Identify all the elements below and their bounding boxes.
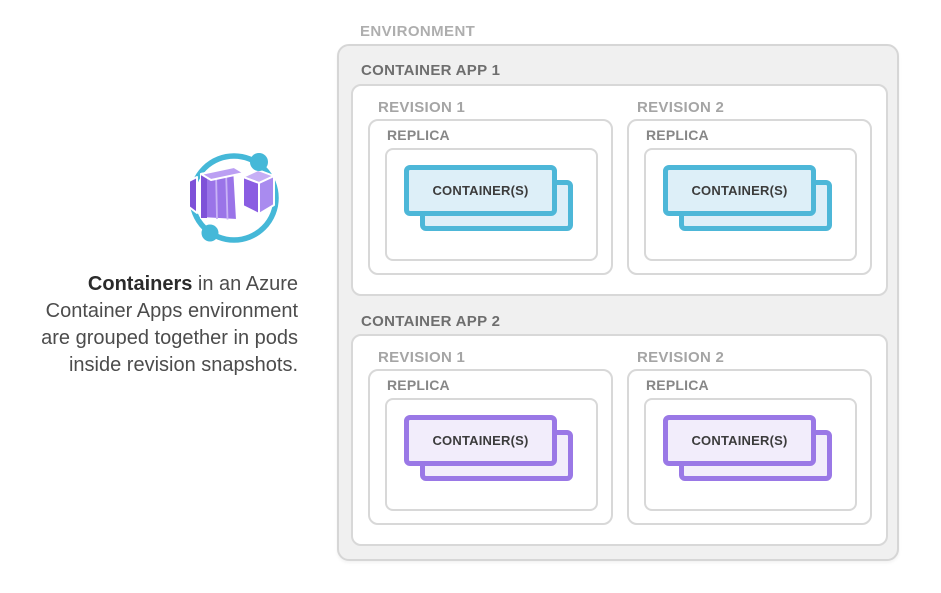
caption-bold-word: Containers xyxy=(87,273,193,295)
revision-label: REVISION 1 xyxy=(378,99,466,116)
container-card-front: CONTAINER(S) xyxy=(663,415,816,466)
revision-box: REPLICA CONTAINER(S) xyxy=(627,369,872,525)
container-card-front: CONTAINER(S) xyxy=(404,415,557,466)
container-card-front: CONTAINER(S) xyxy=(404,165,557,216)
revision-box: REPLICA CONTAINER(S) xyxy=(627,119,872,275)
side-cube-right xyxy=(258,175,275,215)
cube-top-face xyxy=(200,166,245,181)
environment-label: ENVIRONMENT xyxy=(360,23,476,40)
cube-front-shade xyxy=(201,173,207,218)
replica-label: REPLICA xyxy=(387,377,450,393)
caption-line: Container Apps environment xyxy=(45,300,298,322)
container-stack: CONTAINER(S) xyxy=(663,415,833,482)
caption-line-rest: in an Azure xyxy=(192,273,298,295)
container-stack: CONTAINER(S) xyxy=(404,415,574,482)
environment-box: CONTAINER APP 1 REVISION 1 REPLICA CONTA… xyxy=(337,44,899,561)
caption-text: Containers in an Azure Container Apps en… xyxy=(16,271,298,379)
azure-container-apps-icon xyxy=(186,147,283,246)
container-card-front: CONTAINER(S) xyxy=(663,165,816,216)
side-cube-front xyxy=(242,176,260,215)
container-app-2-box: REVISION 1 REPLICA CONTAINER(S) REVISION xyxy=(351,334,888,546)
container-app-1-box: REVISION 1 REPLICA CONTAINER(S) REVISION xyxy=(351,84,888,296)
revision-box: REPLICA CONTAINER(S) xyxy=(368,369,613,525)
replica-box: CONTAINER(S) xyxy=(644,148,857,261)
orbit-dot-bottom-icon xyxy=(201,224,219,242)
revision-box: REPLICA CONTAINER(S) xyxy=(368,119,613,275)
container-app-2-label: CONTAINER APP 2 xyxy=(361,313,501,330)
replica-box: CONTAINER(S) xyxy=(385,148,598,261)
replica-label: REPLICA xyxy=(387,127,450,143)
replica-box: CONTAINER(S) xyxy=(644,398,857,511)
revision-label: REVISION 2 xyxy=(637,99,725,116)
app2-revision-2: REVISION 2 REPLICA CONTAINER(S) xyxy=(627,349,872,525)
cube-left-flap xyxy=(188,176,198,214)
app1-revision-1: REVISION 1 REPLICA CONTAINER(S) xyxy=(368,99,613,275)
replica-label: REPLICA xyxy=(646,377,709,393)
caption-line: inside revision snapshots. xyxy=(68,354,298,376)
container-label: CONTAINER(S) xyxy=(432,433,529,448)
orbit-dot-top-icon xyxy=(250,153,268,171)
container-label: CONTAINER(S) xyxy=(691,183,788,198)
app1-revision-2: REVISION 2 REPLICA CONTAINER(S) xyxy=(627,99,872,275)
container-stack: CONTAINER(S) xyxy=(663,165,833,232)
revision-label: REVISION 1 xyxy=(378,349,466,366)
container-label: CONTAINER(S) xyxy=(432,183,529,198)
replica-box: CONTAINER(S) xyxy=(385,398,598,511)
container-cube-icon xyxy=(188,166,275,221)
container-label: CONTAINER(S) xyxy=(691,433,788,448)
container-app-1-label: CONTAINER APP 1 xyxy=(361,62,501,79)
caption-line: are grouped together in pods xyxy=(41,327,298,349)
container-stack: CONTAINER(S) xyxy=(404,165,574,232)
azure-container-apps-svg xyxy=(188,153,279,243)
replica-label: REPLICA xyxy=(646,127,709,143)
app2-revision-1: REVISION 1 REPLICA CONTAINER(S) xyxy=(368,349,613,525)
revision-label: REVISION 2 xyxy=(637,349,725,366)
cube-panel-line xyxy=(225,169,229,220)
caption-line: Containers in an Azure xyxy=(16,271,298,298)
